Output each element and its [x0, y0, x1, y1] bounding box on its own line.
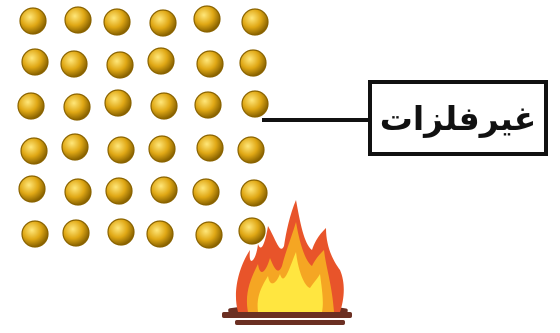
metal-atom	[151, 177, 177, 203]
campfire-icon	[222, 200, 352, 325]
nonmetals-label-box: غیرفلزات	[368, 80, 548, 156]
metal-atom	[197, 135, 223, 161]
metal-atom	[107, 52, 133, 78]
metal-atom	[240, 50, 266, 76]
metal-atom	[22, 221, 48, 247]
metal-atom	[241, 180, 267, 206]
metal-atom	[105, 90, 131, 116]
metal-atom	[194, 6, 220, 32]
metal-atom	[20, 8, 46, 34]
metal-atom	[19, 176, 45, 202]
metal-atom	[22, 49, 48, 75]
metal-atom	[21, 138, 47, 164]
nonmetals-label: غیرفلزات	[380, 99, 537, 138]
metal-atom	[151, 93, 177, 119]
metal-atom	[197, 51, 223, 77]
metal-atom	[148, 48, 174, 74]
metal-atom	[62, 134, 88, 160]
metal-atom	[238, 137, 264, 163]
metal-atom	[65, 179, 91, 205]
metal-atom	[65, 7, 91, 33]
metal-atom	[149, 136, 175, 162]
metal-atom	[63, 220, 89, 246]
metal-atom	[104, 9, 130, 35]
metal-atom	[242, 9, 268, 35]
metal-atom	[242, 91, 268, 117]
metal-atom	[18, 93, 44, 119]
metal-atom	[108, 137, 134, 163]
atom-lattice	[18, 6, 268, 248]
metal-atom	[106, 178, 132, 204]
metal-atom	[195, 92, 221, 118]
metal-atom	[108, 219, 134, 245]
metal-atom	[193, 179, 219, 205]
metal-atom	[147, 221, 173, 247]
metal-atom	[239, 218, 265, 244]
metal-atom	[61, 51, 87, 77]
metal-atom	[150, 10, 176, 36]
metal-atom	[64, 94, 90, 120]
metal-atom	[196, 222, 222, 248]
